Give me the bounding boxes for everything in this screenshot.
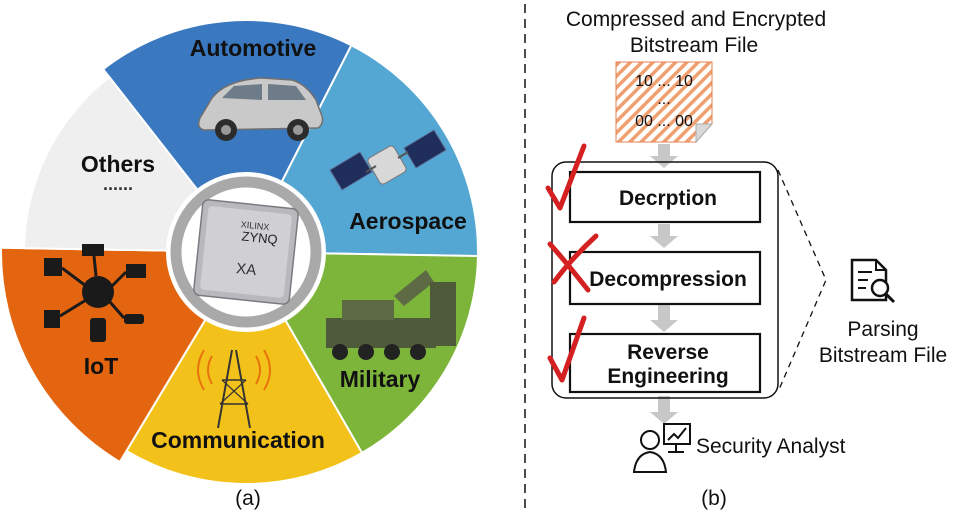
document-search-icon (850, 258, 896, 304)
segment-label-iot: IoT (84, 353, 119, 379)
fpga-chip-icon: XILINX ZYNQ XA (193, 199, 299, 305)
step-box-reverse-engineering (568, 332, 762, 394)
bitstream-file-icon: 10 ... 10 ... 00 ... 00 (615, 61, 714, 144)
check-mark-icon (547, 315, 587, 383)
panel-a-applications-wheel: XILINX ZYNQ XA Automotive Aerospace Mili… (0, 19, 479, 510)
antenna-tower-icon (197, 349, 271, 429)
segment-label-communication: Communication (151, 427, 325, 453)
segment-label-aerospace: Aerospace (349, 208, 467, 234)
chip-brand: XILINX (240, 219, 269, 232)
check-mark-icon (545, 143, 587, 211)
caption-a: (a) (235, 487, 261, 510)
file-title-line2: Bitstream File (630, 34, 758, 57)
step-label-engineering: Engineering (607, 365, 728, 388)
file-content-line2: ... (657, 91, 670, 108)
iot-devices-icon (44, 244, 146, 342)
others-dots: ...... (103, 174, 133, 194)
side-label-line2: Bitstream File (819, 344, 947, 367)
segment-label-military: Military (340, 366, 421, 392)
segment-label-others: Others (81, 151, 155, 177)
file-title-line1: Compressed and Encrypted (566, 8, 826, 31)
security-analyst-icon (632, 423, 691, 473)
caption-b: (b) (701, 487, 727, 510)
satellite-icon (329, 129, 447, 191)
analyst-label: Security Analyst (696, 435, 846, 458)
panel-b-bitstream-flow: Compressed and Encrypted Bitstream File … (545, 8, 947, 510)
file-content-line1: 10 ... 10 (635, 73, 693, 90)
car-icon (197, 77, 324, 141)
step-label-decompression: Decompression (589, 268, 747, 291)
parsing-bracket (777, 169, 827, 393)
step-box-decryption (568, 170, 762, 224)
file-content-line3: 00 ... 00 (635, 113, 693, 130)
segment-label-automotive: Automotive (190, 35, 317, 61)
parsing-container (551, 161, 779, 399)
military-vehicles-icon (326, 270, 456, 360)
step-box-decompression (568, 250, 762, 306)
side-label-line1: Parsing (847, 318, 918, 341)
chip-variant: XA (235, 260, 257, 279)
hub-ring (170, 176, 322, 328)
step-label-reverse: Reverse (627, 341, 709, 364)
step-label-decryption: Decrption (619, 187, 717, 210)
cross-mark-icon (547, 233, 599, 293)
chip-name: ZYNQ (241, 228, 278, 247)
